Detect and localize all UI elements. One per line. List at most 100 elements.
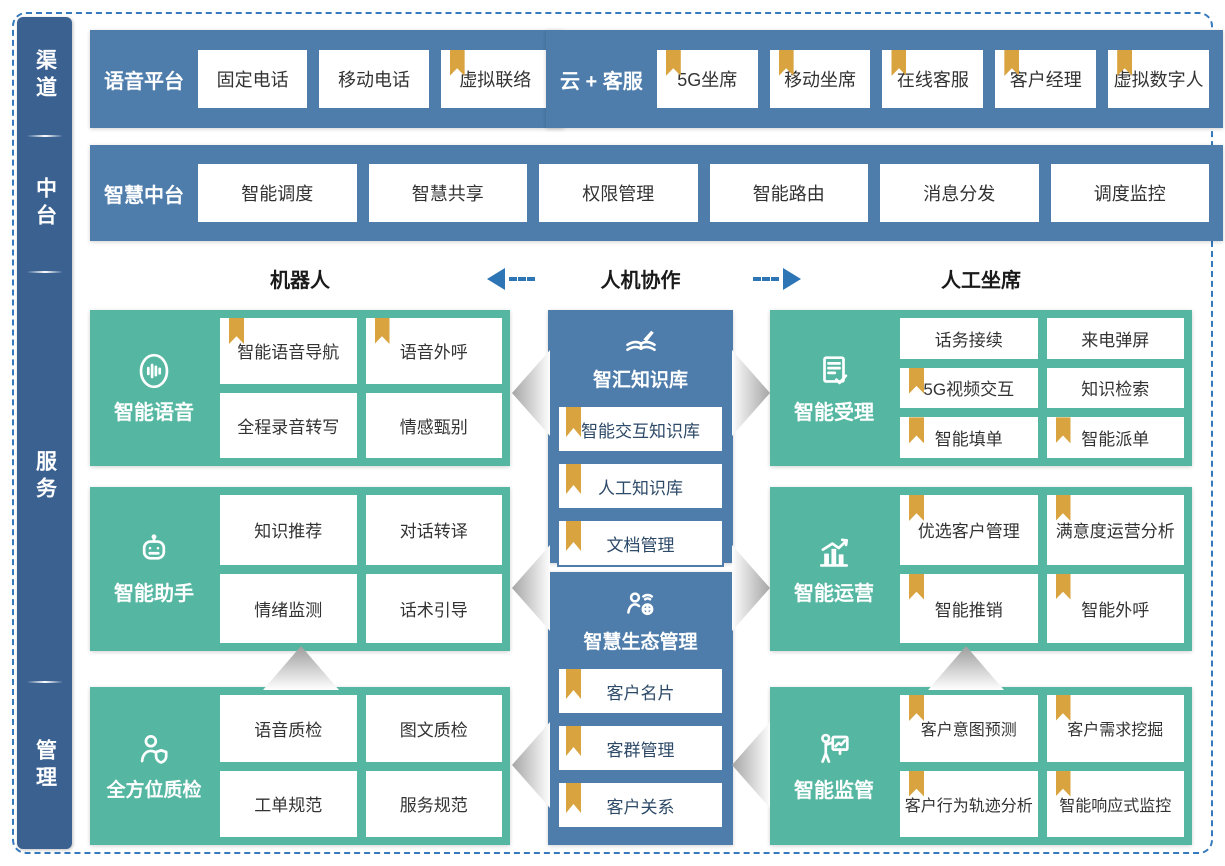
quality-inspection-label: 全方位质检 (98, 695, 210, 837)
bookmark-icon (1055, 770, 1071, 797)
header-robot: 机器人 (270, 269, 330, 292)
feature-card: 在线客服 (882, 50, 984, 108)
bookmark-icon (891, 50, 907, 76)
feature-card-label: 智能调度 (241, 184, 314, 204)
feature-card-label: 客户意图预测 (920, 722, 1017, 740)
feature-card: 客户行为轨迹分析 (900, 770, 1038, 837)
bookmark-icon (909, 573, 924, 600)
bookmark-icon (778, 50, 794, 76)
feature-card: 语音质检 (220, 695, 357, 762)
feature-card-label: 来电弹屏 (1081, 330, 1150, 350)
feature-card: 移动坐席 (769, 50, 871, 108)
feature-card: 智慧共享 (368, 164, 527, 222)
feature-card-label: 客户行为轨迹分析 (904, 797, 1033, 815)
smart-operation-label: 智能运营 (778, 495, 890, 643)
block-title: 智能助手 (114, 582, 194, 605)
arrowhead-right (783, 268, 801, 290)
feature-card: 智能外呼 (1046, 573, 1184, 643)
feature-card-label: 话术引导 (399, 600, 468, 620)
knowledge-base-header: 智汇知识库 (557, 319, 724, 396)
feature-card-label: 图文质检 (399, 720, 468, 740)
feature-card-label: 优选客户管理 (917, 522, 1020, 542)
rail-section-channel: 渠道 (17, 17, 72, 135)
feature-card-label: 客户关系 (606, 797, 675, 817)
feature-card-label: 消息分发 (923, 184, 996, 204)
feature-card: 人工知识库 (557, 462, 724, 510)
rail-label-service: 服务 (33, 450, 57, 504)
feature-card-label: 智慧共享 (411, 184, 484, 204)
block-title: 智能运营 (794, 582, 874, 605)
block-title: 智慧生态管理 (583, 632, 698, 653)
feature-card-label: 在线客服 (896, 70, 969, 90)
feature-card-label: 全程录音转写 (237, 417, 340, 437)
feature-card: 智能调度 (198, 164, 357, 222)
feature-card-label: 客户需求挖掘 (1067, 722, 1164, 740)
smart-acceptance-label: 智能受理 (778, 318, 890, 458)
feature-card-label: 知识检索 (1081, 380, 1150, 400)
smart-assistant-cards: 知识推荐 对话转译 情绪监测 话术引导 (220, 495, 502, 643)
feature-card-label: 客群管理 (606, 740, 675, 760)
bookmark-icon (566, 521, 581, 551)
bookmark-icon (909, 495, 924, 521)
bookmark-icon (566, 407, 581, 437)
bookmark-icon (909, 417, 924, 444)
voice-platform-cards: 固定电话 移动电话 虚拟联络 (198, 50, 550, 108)
feature-card: 知识检索 (1046, 367, 1184, 409)
inspector-icon (140, 734, 168, 764)
smart-operation-cards: 优选客户管理 满意度运营分析 智能推销 智能外呼 (900, 495, 1184, 643)
feature-card: 消息分发 (880, 164, 1039, 222)
chart-up-icon (819, 537, 849, 567)
feature-card: 移动电话 (319, 50, 429, 108)
bookmark-icon (1055, 695, 1071, 721)
smart-supervision-cards: 客户意图预测 客户需求挖掘 客户行为轨迹分析 智能响应式监控 (900, 695, 1184, 837)
feature-card: 全程录音转写 (220, 392, 357, 458)
bookmark-icon (566, 783, 581, 813)
feature-card: 智能派单 (1046, 417, 1184, 458)
block-title: 智汇知识库 (592, 370, 688, 391)
voice-platform-title: 语音平台 (104, 70, 184, 93)
bookmark-icon (1055, 417, 1071, 444)
feature-card: 智能路由 (709, 164, 868, 222)
midplatform-cards: 智能调度 智慧共享 权限管理 智能路由 消息分发 调度监控 (198, 164, 1209, 222)
bookmark-icon (566, 726, 581, 756)
feature-card: 对话转译 (365, 495, 502, 565)
smart-acceptance-cards: 话务接续 来电弹屏 5G视频交互 知识检索 智能填单 智能派单 (900, 318, 1184, 458)
rail-divider (26, 135, 63, 137)
feature-card: 5G坐席 (656, 50, 758, 108)
feature-card-label: 智能推销 (934, 600, 1003, 620)
bookmark-icon (566, 464, 581, 494)
feature-card-label: 智能外呼 (1081, 600, 1150, 620)
midplatform-block: 智慧中台 智能调度 智慧共享 权限管理 智能路由 消息分发 调度监控 (90, 145, 1223, 241)
smart-voice-cards: 智能语音导航 语音外呼 全程录音转写 情感甄别 (220, 318, 502, 458)
feature-card-label: 权限管理 (582, 184, 655, 204)
cloud-service-block: 云 + 客服 5G坐席 移动坐席 在线客服 客户经理 虚拟数字人 (546, 30, 1223, 128)
feature-card: 满意度运营分析 (1046, 495, 1184, 565)
rail-divider (26, 681, 63, 683)
arrow-dash (753, 277, 779, 281)
bookmark-icon (909, 770, 924, 797)
smart-supervision-label: 智能监管 (778, 695, 890, 837)
bookmark-icon (909, 695, 924, 721)
feature-card-label: 5G视频交互 (923, 380, 1015, 400)
feature-card: 智能填单 (900, 417, 1038, 458)
rail-label-midplatform: 中台 (33, 177, 57, 231)
bookmark-icon (665, 50, 681, 76)
feature-card-label: 智能语音导航 (237, 343, 340, 363)
ecosystem-management-header: 智慧生态管理 (557, 581, 724, 658)
feature-card: 虚拟联络 (440, 50, 550, 108)
bookmark-icon (566, 669, 581, 699)
feature-card-label: 移动电话 (337, 70, 410, 90)
dashed-frame (12, 12, 1213, 854)
quality-inspection-block: 全方位质检 语音质检 图文质检 工单规范 服务规范 (90, 687, 510, 845)
quality-inspection-cards: 语音质检 图文质检 工单规范 服务规范 (220, 695, 502, 837)
feature-card-label: 人工知识库 (598, 478, 683, 498)
rail-divider (26, 271, 63, 273)
feature-card: 客户名片 (557, 667, 724, 715)
ecosystem-icon (626, 592, 653, 616)
feature-card: 来电弹屏 (1046, 318, 1184, 359)
rail-section-service: 服务 (17, 273, 72, 681)
rail-section-midplatform: 中台 (17, 137, 72, 271)
feature-card: 智能响应式监控 (1046, 770, 1184, 837)
cloud-service-title: 云 + 客服 (560, 70, 643, 93)
